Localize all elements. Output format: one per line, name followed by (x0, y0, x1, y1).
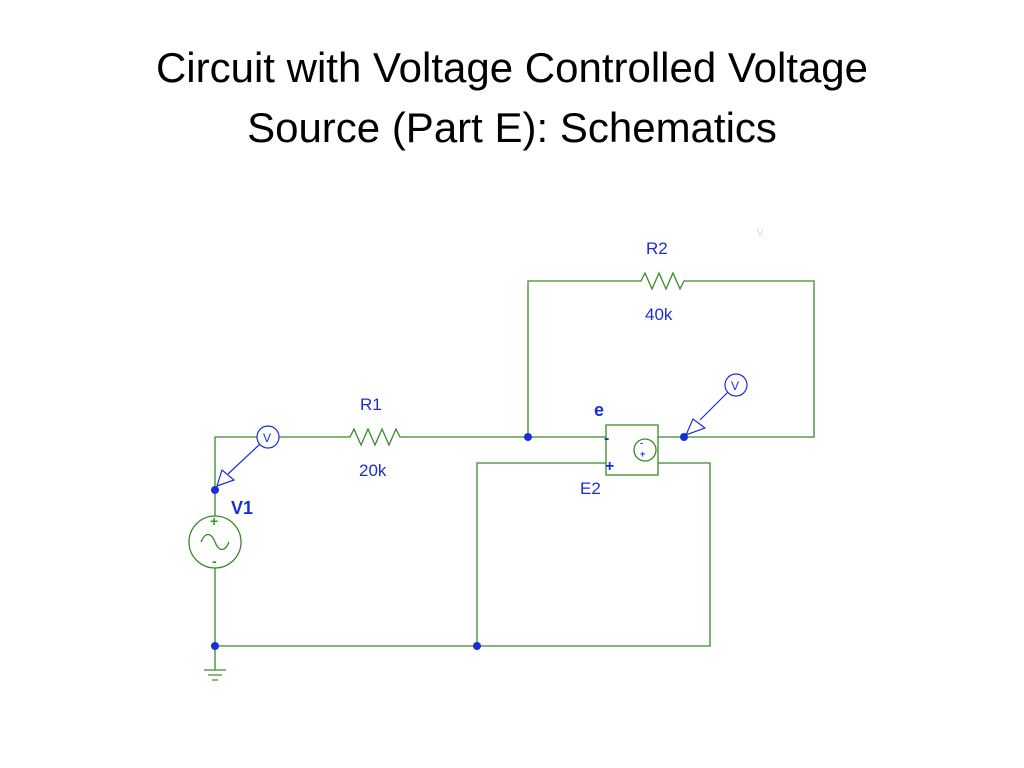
probe-left-lead (227, 443, 261, 475)
resistor-r2: R2 40k (635, 239, 690, 324)
probe-right-head (724, 373, 748, 397)
resistor-r2-name: R2 (646, 239, 668, 258)
slide-title-line-1: Circuit with Voltage Controlled Voltage (155, 44, 869, 91)
vcvs-e2-node-label: e (594, 400, 604, 420)
voltage-source-v1: + - V1 (188, 498, 253, 569)
wire-e2-plus-to-ground (476, 462, 606, 646)
junction-dot (473, 642, 481, 650)
probe-left-tip (216, 468, 236, 487)
wire-r2-to-output (684, 280, 815, 438)
voltage-probe-right[interactable]: V (684, 373, 748, 437)
vcvs-e2-source-minus: - (640, 438, 643, 448)
slide-title-line-2: Source (Part E): Schematics (247, 104, 777, 151)
wire-node-to-r2 (527, 280, 635, 437)
vcvs-e2-input-plus: + (605, 458, 614, 475)
wire-v1-to-r1 (214, 436, 345, 490)
vcvs-e2-name: E2 (580, 479, 601, 498)
resistor-r1-zigzag (345, 427, 405, 447)
probe-right-lead (699, 391, 729, 421)
junctions (211, 433, 688, 650)
junction-dot (211, 486, 219, 494)
probe-left-label: V (263, 431, 271, 445)
resistor-r2-zigzag (635, 271, 690, 291)
vcvs-e2-body (605, 424, 659, 476)
junction-dot (211, 642, 219, 650)
ghost-marker: v (757, 224, 764, 239)
wires (214, 280, 815, 670)
voltage-probe-left[interactable]: V (216, 425, 280, 487)
slide-title: Circuit with Voltage Controlled Voltage … (62, 38, 962, 158)
resistor-r2-value: 40k (645, 305, 673, 324)
probe-left-head (256, 425, 280, 449)
resistor-r1: R1 20k (345, 395, 405, 480)
vcvs-e2: - + - + e E2 (580, 400, 659, 498)
junction-dot (524, 433, 532, 441)
probe-right-label: V (731, 379, 739, 393)
voltage-source-v1-name: V1 (231, 498, 253, 518)
vcvs-e2-input-minus: - (604, 430, 609, 447)
resistor-r1-name: R1 (360, 395, 382, 414)
sine-wave-icon (200, 533, 230, 551)
resistor-r1-value: 20k (359, 461, 387, 480)
voltage-source-v1-minus: - (212, 553, 217, 569)
wire-e2-return (215, 462, 711, 647)
vcvs-e2-source-plus: + (640, 449, 645, 459)
probe-right-tip (684, 418, 707, 437)
voltage-source-v1-plus: + (210, 513, 218, 529)
vcvs-e2-source-circle (633, 438, 657, 462)
ground-symbol (204, 669, 226, 681)
